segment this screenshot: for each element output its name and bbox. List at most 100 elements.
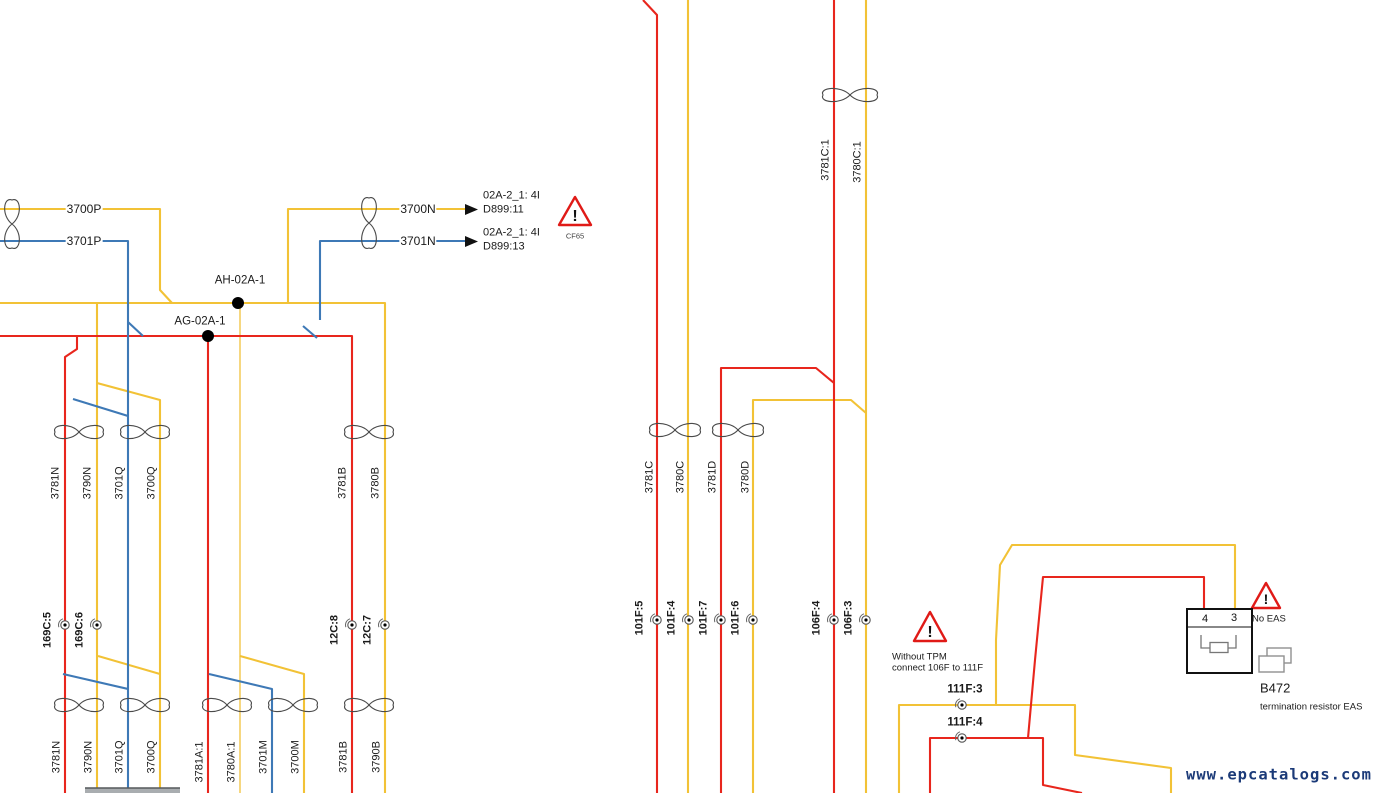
junction-label-ah-02a-1: AH-02A-1 [213,274,267,287]
wire-label-3780c1: 3780C:1 [851,140,864,184]
pin-hook-icon [827,613,833,623]
wire-label-3781b-bottom: 3781B [337,740,350,774]
arrow-target-1-line2: D899:11 [483,203,524,216]
wire-3781N [63,336,79,793]
pin-label-101f6: 101F:6 [729,599,742,637]
twisted-pair-icon [344,424,394,440]
wire-blue-cross-a [302,325,318,339]
wire-label-3700q-upper: 3700Q [145,465,158,501]
wire-blue-swap-1 [72,397,129,418]
pin-dot-icon [687,618,691,622]
wire-3781D [719,366,835,793]
pin-label-106f3: 106F:3 [842,599,855,637]
pin-label-111f4: 111F:4 [946,716,984,729]
twisted-pair-icon [120,424,170,440]
twisted-pair-icon [202,697,252,713]
wire-blue-cross-b [127,321,144,337]
pin-hook-icon [345,618,351,628]
pin-dot-icon [350,623,354,627]
warning-triangle-icon [1250,581,1282,610]
wire-label-3781n-upper: 3781N [49,465,62,501]
warning-caption-cf65: CF65 [564,231,586,241]
wire-label-3700m-bottom: 3700M [289,739,302,775]
wire-3700M [239,654,306,793]
junction-label-ag-02a-1: AG-02A-1 [173,315,227,328]
wire-label-3780d: 3780D [739,459,752,495]
pin-label-101f4: 101F:4 [665,599,678,637]
bottom-component-edge [85,787,180,793]
junction-dot [232,297,244,309]
device-code-b472: B472 [1260,680,1291,696]
resistor-icon [1209,641,1229,654]
warning-caption-tpm-2: connect 106F to 111F [892,662,984,674]
pin-dot-icon [95,623,99,627]
pin-hook-icon [859,613,865,623]
wire-label-3701q-bottom: 3701Q [113,739,126,775]
pin-hook-icon [378,618,384,628]
warning-triangle-icon [557,195,593,227]
pin-dot-icon [960,703,964,707]
pin-label-101f5: 101F:5 [633,599,646,637]
component-edge-bar [85,788,180,793]
offpage-arrow-icon [465,204,478,215]
twisted-pair-icon [712,422,764,438]
twisted-pair-icon [649,422,701,438]
wire-111F4-loop [1026,575,1206,739]
wire-label-3780a1-bottom: 3780A:1 [225,740,238,784]
twisted-pair-symbols [4,87,878,713]
device-description: termination resistor EAS [1260,701,1363,713]
wire-3701M [208,672,274,793]
pin-dot-icon [960,736,964,740]
pin-dot-icon [63,623,67,627]
wire-label-3781a1-bottom: 3781A:1 [193,740,206,784]
warning-exclamation: ! [927,624,932,641]
warning-exclamation: ! [572,208,577,225]
wire-3780D [751,398,867,793]
pin-label-12c8: 12C:8 [328,614,341,646]
junction-dot [202,330,214,342]
arrow-target-2-line1: 02A-2_1: 4I [483,226,540,239]
pin-dot-icon [832,618,836,622]
wire-label-3780b-upper: 3780B [369,466,382,500]
wire-label-3700n: 3700N [399,202,437,216]
pin-hook-icon [955,731,961,741]
wire-label-3780c: 3780C [674,459,687,495]
wire-label-3790n-bottom: 3790N [82,739,95,775]
wire-label-3700p: 3700P [65,202,103,216]
wire-label-3781d: 3781D [706,459,719,495]
pin-hook-icon [714,613,720,623]
pin-hook-icon [682,613,688,623]
wire-3701P-3701Q [0,239,130,793]
pin-dot-icon [864,618,868,622]
warning-exclamation: ! [1264,591,1269,607]
warning-caption-no-eas: No EAS [1252,613,1286,625]
wire-3700Q [96,381,162,793]
offpage-arrows [465,204,478,247]
wire-label-3701n: 3701N [399,234,437,248]
pin-dot-icon [751,618,755,622]
wire-label-3790b-bottom: 3790B [370,740,383,774]
pin-hook-icon [90,618,96,628]
arrow-target-2-line2: D899:13 [483,240,525,253]
arrow-target-1-line1: 02A-2_1: 4I [483,189,540,202]
twisted-pair-icon [268,697,318,713]
twisted-pair-icon [120,697,170,713]
twisted-pair-icon [822,87,878,103]
pin-dot-icon [383,623,387,627]
pin-dot-icon [719,618,723,622]
wire-label-3790n-upper: 3790N [81,465,94,501]
wire-111F3-run [897,703,1173,793]
wire-label-3701m-bottom: 3701M [257,739,270,775]
connector-pin-number-4: 4 [1202,613,1208,625]
wire-red-bus [0,334,354,793]
pin-hook-icon [746,613,752,623]
warning-caption-tpm-1: Without TPM [892,651,947,663]
twisted-pair-icon [344,697,394,713]
twisted-pair-icon [54,697,104,713]
warning-triangles: !!! [557,195,1282,643]
wire-label-3700q-bottom: 3700Q [145,739,158,775]
